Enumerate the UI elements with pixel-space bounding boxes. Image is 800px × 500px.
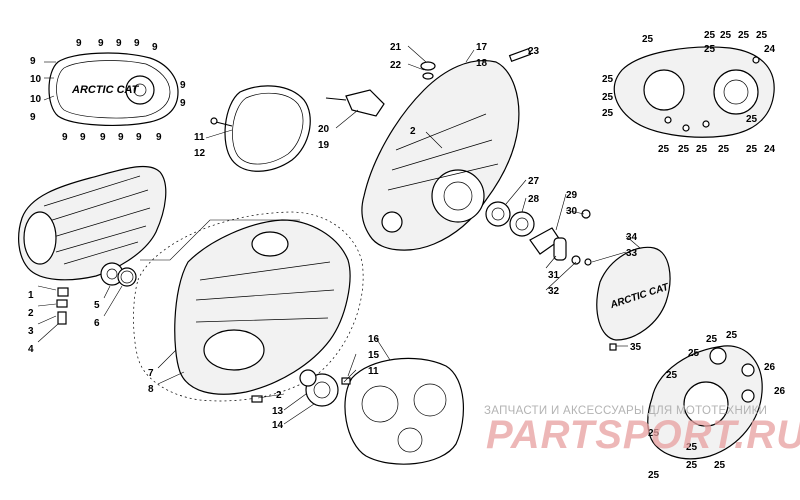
callout-9: 9 xyxy=(30,56,36,67)
side-cover-34: ARCTIC CAT xyxy=(596,246,671,351)
callout-19: 19 xyxy=(318,140,330,151)
callout-14: 14 xyxy=(272,420,284,431)
callout-9: 9 xyxy=(116,38,122,49)
right-crankcase xyxy=(325,47,532,251)
callout-25: 25 xyxy=(602,74,614,85)
callout-10: 10 xyxy=(30,94,42,105)
callout-25: 25 xyxy=(602,92,614,103)
callout-29: 29 xyxy=(566,190,578,201)
callout-28: 28 xyxy=(528,194,540,205)
left-drive-cover xyxy=(18,165,167,325)
callout-25: 25 xyxy=(642,34,654,45)
callout-12: 12 xyxy=(194,148,206,159)
callout-2: 2 xyxy=(276,390,282,401)
callout-25: 25 xyxy=(696,144,708,155)
callout-25: 25 xyxy=(746,144,758,155)
callout-24: 24 xyxy=(764,144,776,155)
callout-32: 32 xyxy=(548,286,560,297)
callout-4: 4 xyxy=(28,344,34,355)
bottom-right-cover xyxy=(647,345,763,460)
callout-3: 3 xyxy=(28,326,34,337)
callout-8: 8 xyxy=(148,384,154,395)
bearing-13 xyxy=(251,369,339,407)
callout-9: 9 xyxy=(152,42,158,53)
callout-25: 25 xyxy=(658,144,670,155)
callout-25: 25 xyxy=(706,334,718,345)
callout-25: 25 xyxy=(704,44,716,55)
callout-30: 30 xyxy=(566,206,578,217)
callout-9: 9 xyxy=(80,132,86,143)
watermark-site: PARTSPORT.RU xyxy=(486,413,800,457)
callout-25: 25 xyxy=(746,114,758,125)
rear-gasket-16 xyxy=(341,357,465,465)
callout-2: 2 xyxy=(28,308,34,319)
callout-21: 21 xyxy=(390,42,402,53)
callout-11: 11 xyxy=(368,366,379,377)
callout-25: 25 xyxy=(714,460,726,471)
callout-9: 9 xyxy=(100,132,106,143)
callout-6: 6 xyxy=(94,318,100,329)
callout-1: 1 xyxy=(28,290,34,301)
cover-logo-text: ARCTIC CAT xyxy=(71,84,140,96)
callout-25: 25 xyxy=(718,144,730,155)
callout-20: 20 xyxy=(318,124,330,135)
callout-25: 25 xyxy=(738,30,750,41)
callout-9: 9 xyxy=(180,98,186,109)
callout-24: 24 xyxy=(764,44,776,55)
callout-13: 13 xyxy=(272,406,284,417)
callout-16: 16 xyxy=(368,334,380,345)
callout-25: 25 xyxy=(720,30,732,41)
callout-10: 10 xyxy=(30,74,42,85)
callout-15: 15 xyxy=(368,350,380,361)
callout-9: 9 xyxy=(30,112,36,123)
callout-9: 9 xyxy=(180,80,186,91)
center-crankcase xyxy=(140,219,351,395)
callout-5: 5 xyxy=(94,300,100,311)
callout-25: 25 xyxy=(756,30,768,41)
callout-9: 9 xyxy=(76,38,82,49)
callout-7: 7 xyxy=(148,368,154,379)
callout-35: 35 xyxy=(630,342,642,353)
callout-23: 23 xyxy=(528,46,540,57)
callout-25: 25 xyxy=(704,30,716,41)
callout-25: 25 xyxy=(648,470,660,481)
callout-34: 34 xyxy=(626,232,638,243)
outer-clutch-cover: ARCTIC CAT xyxy=(48,52,179,126)
callout-18: 18 xyxy=(476,58,488,69)
callout-9: 9 xyxy=(98,38,104,49)
callout-labels: 9 9 9 9 9 9 9 9 9 9 9 9 9 9 9 10 10 11 1… xyxy=(28,30,786,481)
callout-9: 9 xyxy=(62,132,68,143)
callout-25: 25 xyxy=(678,144,690,155)
callout-11: 11 xyxy=(194,132,205,143)
callout-17: 17 xyxy=(476,42,488,53)
callout-33: 33 xyxy=(626,248,638,259)
callout-25: 25 xyxy=(726,330,738,341)
callout-26: 26 xyxy=(764,362,776,373)
callout-31: 31 xyxy=(548,270,560,281)
clutch-cover-gasket xyxy=(210,85,311,172)
callout-26: 26 xyxy=(774,386,786,397)
callout-22: 22 xyxy=(390,60,402,71)
callout-9: 9 xyxy=(156,132,162,143)
callout-2: 2 xyxy=(410,126,416,137)
callout-25: 25 xyxy=(686,442,698,453)
callout-25: 25 xyxy=(666,370,678,381)
main-case-gasket xyxy=(133,211,364,402)
top-right-cover xyxy=(613,46,775,138)
callout-9: 9 xyxy=(136,132,142,143)
bearing-and-ring xyxy=(100,262,137,287)
callout-9: 9 xyxy=(118,132,124,143)
callout-25: 25 xyxy=(648,428,660,439)
output-bearings xyxy=(485,201,592,266)
callout-25: 25 xyxy=(602,108,614,119)
callout-27: 27 xyxy=(528,176,540,187)
watermark-tagline: ЗАПЧАСТИ И АКСЕССУАРЫ ДЛЯ МОТОТЕХНИКИ xyxy=(484,405,767,417)
callout-25: 25 xyxy=(688,348,700,359)
callout-9: 9 xyxy=(134,38,140,49)
leader-lines xyxy=(37,45,641,425)
callout-25: 25 xyxy=(686,460,698,471)
